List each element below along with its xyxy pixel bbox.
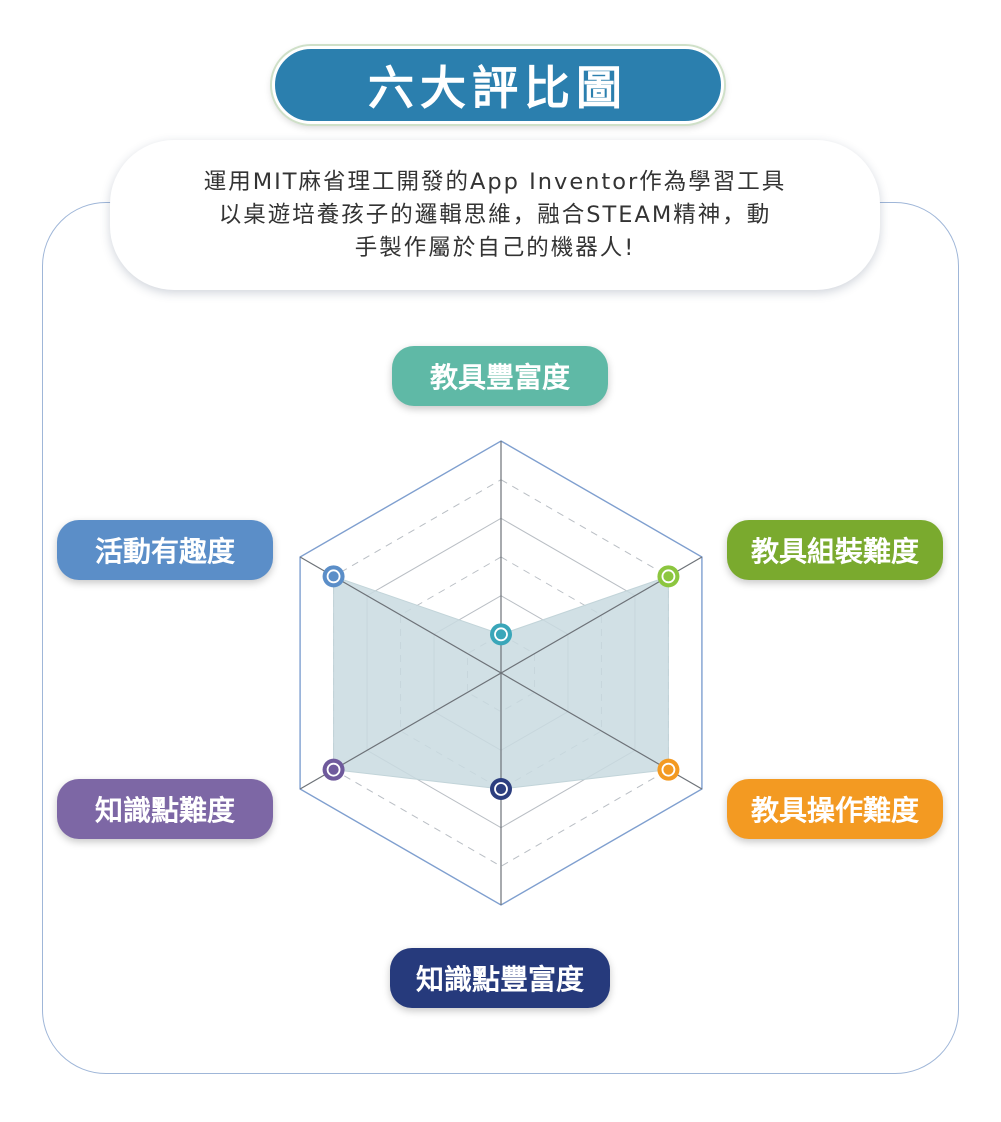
- data-point-5: [322, 565, 345, 588]
- axis-label-3: 知識點豐富度: [390, 948, 610, 1008]
- data-point-1: [657, 565, 680, 588]
- axis-label-4: 知識點難度: [57, 779, 273, 839]
- description-line-2: 以桌遊培養孩子的邏輯思維，融合STEAM精神，動: [218, 202, 772, 228]
- axis-spoke-2: [299, 556, 703, 790]
- data-point-2: [657, 758, 680, 781]
- description-box: 運用MIT麻省理工開發的App Inventor作為學習工具 以桌遊培養孩子的邏…: [110, 140, 880, 290]
- data-point-ring-0: [494, 627, 508, 642]
- axis-label-1: 教具組裝難度: [727, 520, 943, 580]
- axis-label-5: 活動有趣度: [57, 520, 273, 580]
- page-title: 六大評比圖: [272, 46, 724, 124]
- data-point-3: [490, 778, 512, 800]
- data-point-0: [490, 623, 512, 646]
- description-line-1: 運用MIT麻省理工開發的App Inventor作為學習工具: [203, 169, 787, 195]
- data-point-ring-5: [326, 569, 341, 584]
- data-point-ring-1: [661, 569, 676, 584]
- data-point-ring-4: [326, 762, 341, 777]
- axis-label-2: 教具操作難度: [727, 779, 943, 839]
- description-line-3: 手製作屬於自己的機器人!: [354, 235, 636, 261]
- axis-label-0: 教具豐富度: [392, 346, 608, 406]
- data-point-4: [322, 758, 345, 781]
- data-point-ring-2: [661, 762, 676, 777]
- data-point-ring-3: [494, 782, 508, 796]
